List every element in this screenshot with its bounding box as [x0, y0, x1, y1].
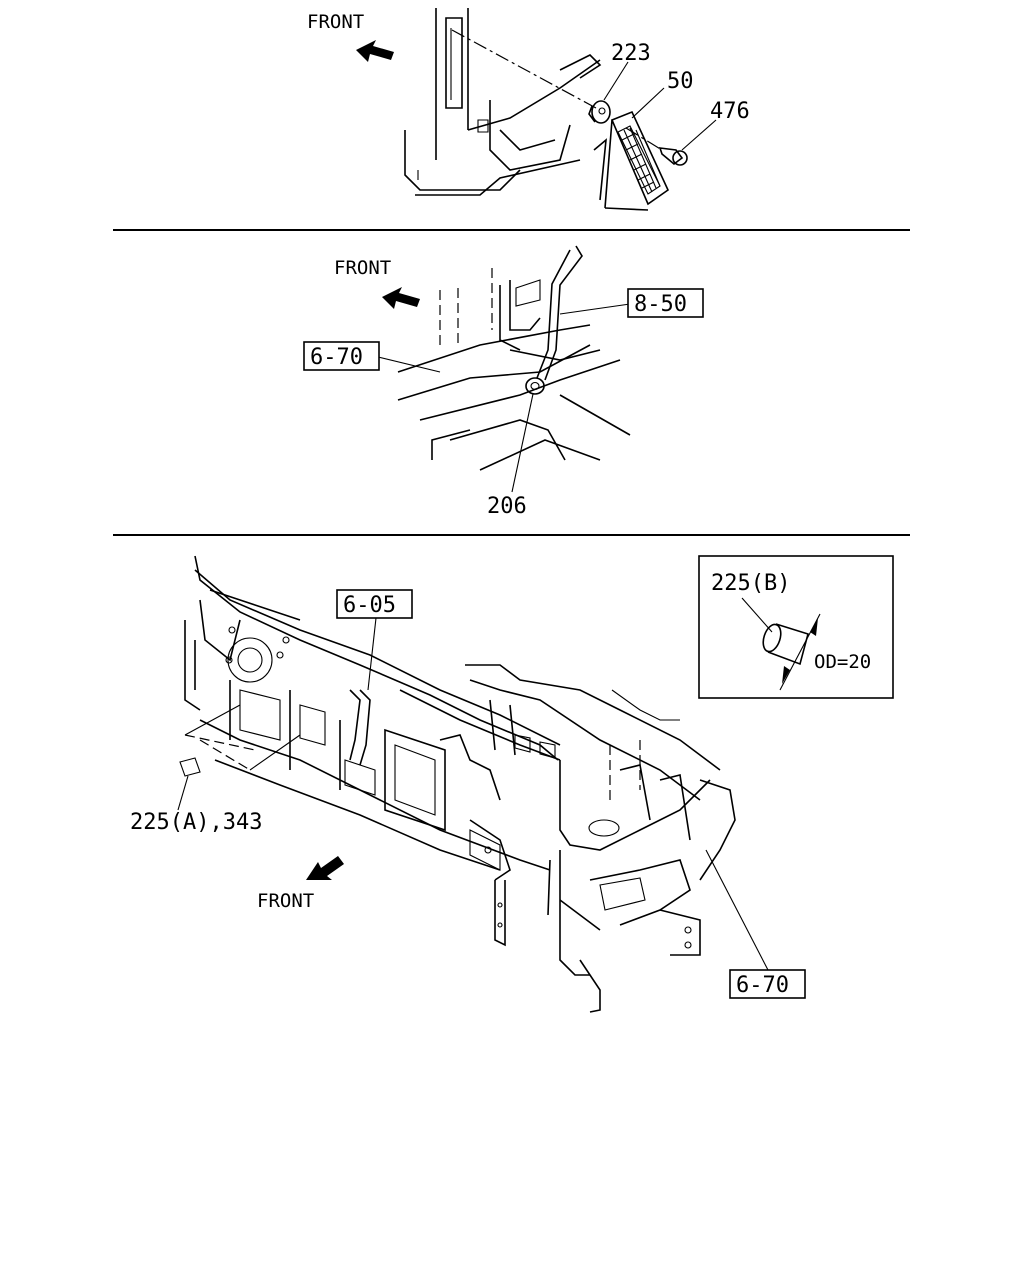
- callout-206: 206: [487, 494, 527, 519]
- ref-box-6-05: [336, 589, 413, 619]
- ref-6-05: 6-05: [343, 593, 396, 618]
- callout-476: 476: [710, 99, 750, 124]
- panel-bottom: 225(B) OD=20 6-05: [130, 555, 894, 1013]
- panel-top: FRONT 223: [307, 8, 750, 211]
- grommet-206: [525, 377, 545, 395]
- pillar-structure: [404, 8, 602, 196]
- callout-225b: 225(B): [711, 571, 790, 596]
- ref-8-50: 8-50: [634, 292, 687, 317]
- clip-223: [588, 100, 611, 124]
- hole-plug-225a: [179, 704, 301, 777]
- pipe-8-50: [536, 245, 583, 381]
- front-label-middle: FRONT: [334, 257, 391, 279]
- inset-225b: 225(B) OD=20: [698, 555, 894, 699]
- assembly-line-top: [451, 29, 597, 109]
- dash-panel-structure: [184, 555, 736, 1013]
- plug-225b: [762, 623, 809, 666]
- screw-476: [658, 147, 688, 166]
- grille-50: [593, 110, 670, 211]
- front-arrow-icon: [306, 856, 344, 880]
- panel-middle: FRONT 8-50: [303, 245, 704, 519]
- inset-box: [698, 555, 894, 699]
- callout-223: 223: [611, 41, 651, 66]
- front-arrow-icon: [382, 287, 420, 309]
- ref-box-6-70-middle: [303, 341, 380, 371]
- ref-6-70-bottom: 6-70: [736, 973, 789, 998]
- ref-box-6-70-bottom: [729, 969, 806, 999]
- callout-50: 50: [667, 69, 694, 94]
- ref-6-70-middle: 6-70: [310, 345, 363, 370]
- ref-box-8-50: [627, 288, 704, 318]
- callout-225a-343: 225(A),343: [130, 810, 262, 835]
- front-label-top: FRONT: [307, 11, 364, 33]
- front-arrow-icon: [356, 40, 394, 62]
- front-label-bottom: FRONT: [257, 890, 314, 912]
- frame-structure: [397, 268, 631, 471]
- dimension-od-icon: [779, 613, 821, 691]
- dimension-od: OD=20: [814, 651, 871, 673]
